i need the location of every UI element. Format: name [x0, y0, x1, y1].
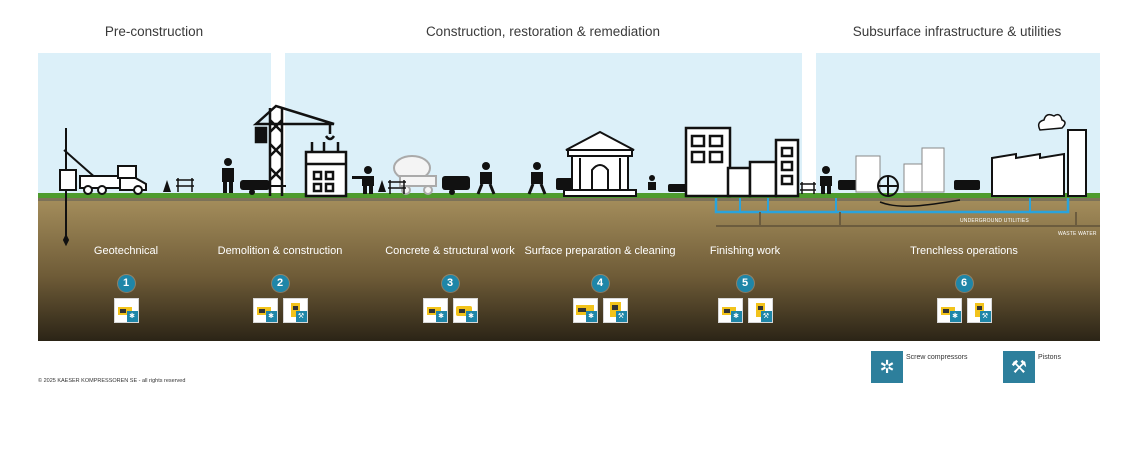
step-label: Finishing work: [709, 245, 781, 257]
screw-icon: ✱: [730, 311, 742, 322]
step-number: 6: [955, 275, 973, 292]
screw-icon: ✱: [265, 311, 277, 322]
classical-building-icon: [563, 130, 637, 197]
compressor-icon: [974, 303, 984, 317]
screw-icon: ✱: [585, 311, 597, 322]
blasting-worker-icon: [527, 162, 547, 195]
worker-icon: [222, 158, 234, 193]
building-under-construction-icon: [304, 142, 348, 198]
barrier-icon-2: [388, 180, 406, 194]
office-buildings-icon: [684, 126, 800, 198]
step-label: Surface preparation & cleaning: [524, 245, 676, 257]
screw-compressor-tile[interactable]: ✱: [452, 298, 478, 323]
step-concrete-structural[interactable]: Concrete & structural work 3 ✱ ✱: [355, 245, 545, 323]
drill-worker-icon: [352, 166, 374, 194]
legend-label: Screw compressors: [906, 354, 968, 361]
screw-compressor-tile[interactable]: ✱: [572, 298, 598, 323]
barrier-icon: [176, 178, 194, 192]
city-background-icon: [855, 147, 945, 193]
legend-label: Pistons: [1038, 354, 1061, 361]
cleaning-worker-icon: [648, 175, 656, 190]
piston-icon: ⚒: [295, 311, 307, 322]
piston-compressor-tile[interactable]: ⚒: [602, 298, 628, 323]
piston-icon: ⚒: [615, 311, 627, 322]
copyright-notice: © 2025 KAESER KOMPRESSOREN SE - all righ…: [38, 378, 186, 384]
piston-compressor-tile[interactable]: ⚒: [747, 298, 773, 323]
step-number: 5: [736, 275, 754, 292]
compressor-icon: [256, 307, 271, 315]
compressor-icon: [426, 307, 441, 315]
smoke-cloud-icon: [1037, 113, 1066, 131]
step-surface-preparation[interactable]: Surface preparation & cleaning 4 ✱ ⚒: [505, 245, 695, 323]
screw-compressor-tile[interactable]: ✱: [717, 298, 743, 323]
compressor-icon-6: [954, 180, 980, 190]
step-demolition-construction[interactable]: Demolition & construction 2 ✱ ⚒: [185, 245, 375, 323]
screw-icon: ✱: [126, 311, 138, 322]
compressor-icon-4: [668, 184, 688, 192]
soil: [38, 198, 1100, 341]
compressor-icon: [940, 307, 955, 315]
step-number: 3: [441, 275, 459, 292]
compressor-icon-2: [442, 176, 470, 195]
piston-compressor-tile[interactable]: ⚒: [966, 298, 992, 323]
step-label: Trenchless operations: [910, 245, 1018, 257]
phase-title-preconstruction: Pre-construction: [104, 24, 204, 39]
step-finishing-work[interactable]: Finishing work 5 ✱ ⚒: [650, 245, 840, 323]
screw-compressor-icon: ✲: [871, 351, 903, 383]
step-number: 4: [591, 275, 609, 292]
waste-water-tag: WASTE WATER: [1058, 231, 1097, 237]
sprayer-worker-icon: [476, 162, 496, 195]
compressor-icon: [575, 305, 594, 315]
step-label: Concrete & structural work: [385, 245, 515, 257]
compressor-icon: [609, 302, 621, 317]
traffic-cone-icon: [163, 180, 171, 192]
step-number: 1: [117, 275, 135, 292]
step-label: Demolition & construction: [217, 245, 343, 257]
utility-worker-icon: [820, 166, 832, 194]
screw-icon: ✱: [435, 311, 447, 322]
barrier-icon-3: [800, 182, 816, 194]
concrete-mixer-icon: [393, 155, 437, 195]
factory-icon: [991, 129, 1087, 197]
piston-compressor-tile[interactable]: ⚒: [282, 298, 308, 323]
screw-compressor-tile[interactable]: ✱: [252, 298, 278, 323]
underground-pipes: [714, 198, 1100, 227]
compressor-icon: [721, 307, 736, 315]
step-geotechnical[interactable]: Geotechnical 1 ✱: [31, 245, 221, 323]
compressor-icon: [290, 303, 300, 317]
screw-compressor-tile[interactable]: ✱: [113, 298, 139, 323]
step-number: 2: [271, 275, 289, 292]
compressor-icon: [117, 307, 132, 315]
phase-title-construction: Construction, restoration & remediation: [425, 24, 661, 39]
piston-compressor-icon: ⚒: [1003, 351, 1035, 383]
piston-icon: ⚒: [760, 311, 772, 322]
screw-compressor-tile[interactable]: ✱: [422, 298, 448, 323]
screw-compressor-tile[interactable]: ✱: [936, 298, 962, 323]
underground-utilities-tag: UNDERGROUND UTILITIES: [960, 218, 1029, 224]
cable-reel-icon: [877, 175, 899, 197]
compressor-icon: [755, 303, 765, 317]
screw-icon: ✱: [465, 311, 477, 322]
tower-crane-icon: [252, 104, 336, 196]
traffic-cone-icon-2: [378, 180, 386, 192]
step-trenchless-operations[interactable]: Trenchless operations 6 ✱ ⚒: [869, 245, 1059, 323]
screw-icon: ✱: [949, 311, 961, 322]
compressor-icon: [240, 180, 286, 195]
step-label: Geotechnical: [93, 245, 159, 257]
phase-title-subsurface: Subsurface infrastructure & utilities: [852, 24, 1062, 39]
truck-icon: [79, 165, 147, 195]
piston-icon: ⚒: [979, 311, 991, 322]
